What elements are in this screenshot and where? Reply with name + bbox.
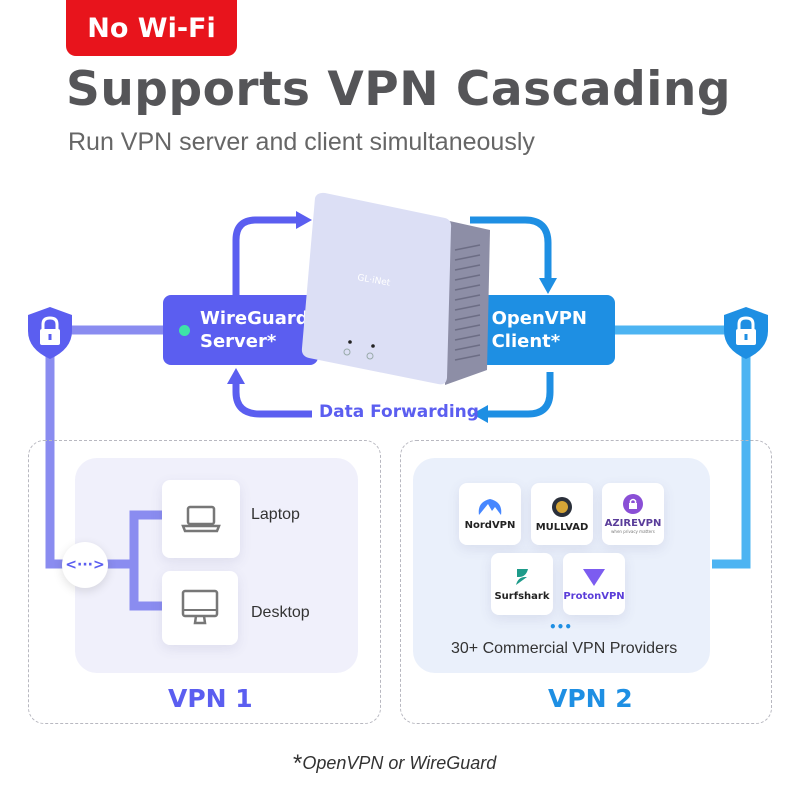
arrow-device-to-client: [470, 216, 552, 280]
router-device-image: GL·iNet: [301, 192, 490, 385]
shield-lock-icon-right: [724, 307, 768, 359]
provider-azirevpn: AZIREVPN when privacy matters: [602, 483, 664, 545]
provider-mullvad: MULLVAD: [531, 483, 593, 545]
protonvpn-logo-icon: [583, 568, 605, 586]
status-dot: [179, 324, 190, 336]
arrow-server-to-device: [232, 216, 298, 295]
network-hub-icon: <···>: [62, 542, 108, 588]
server-line2: Server*: [200, 331, 277, 352]
providers-caption: 30+ Commercial VPN Providers: [451, 640, 678, 657]
status-indicator-icon: [366, 352, 374, 360]
vpn2-panel: [400, 440, 772, 724]
provider-protonvpn: ProtonVPN: [563, 553, 625, 615]
arrow-forwarding-to-server: [232, 382, 312, 418]
no-wifi-badge: No Wi-Fi: [66, 0, 237, 56]
vpn1-panel: [28, 440, 381, 724]
azirevpn-logo-icon: [623, 494, 643, 514]
provider-nordvpn: NordVPN: [459, 483, 521, 545]
footnote-text: OpenVPN or WireGuard: [302, 753, 497, 773]
client-line2: Client*: [491, 331, 561, 352]
laptop-label: Laptop: [251, 506, 300, 523]
surfshark-logo-icon: [516, 568, 528, 585]
arrow-head: [539, 278, 557, 294]
arrow-head: [227, 368, 245, 384]
vpn1-label: VPN 1: [168, 684, 253, 713]
wireguard-server-node: WireGuard Server*: [163, 295, 318, 365]
power-indicator-icon: [343, 348, 351, 356]
provider-surfshark: Surfshark: [491, 553, 553, 615]
arrow-head: [472, 405, 488, 423]
desktop-card: [162, 571, 238, 645]
page-title: Supports VPN Cascading: [66, 62, 732, 117]
footnote-star: *: [293, 750, 303, 777]
more-providers-dots: •••: [549, 620, 573, 634]
mullvad-logo-icon: [552, 496, 572, 517]
server-line1: WireGuard: [200, 308, 309, 329]
laptop-icon: [181, 505, 221, 533]
page-subtitle: Run VPN server and client simultaneously: [68, 128, 535, 156]
arrow-client-to-forwarding: [486, 372, 554, 418]
data-forwarding-label: Data Forwarding: [319, 402, 479, 422]
vpn2-label: VPN 2: [548, 684, 633, 713]
footnote: *OpenVPN or WireGuard: [293, 750, 496, 778]
arrow-head: [296, 211, 312, 229]
desktop-label: Desktop: [251, 604, 310, 621]
client-line1: OpenVPN: [491, 308, 587, 329]
desktop-icon: [181, 589, 219, 625]
nordvpn-logo-icon: [478, 498, 502, 515]
shield-lock-icon-left: [28, 307, 72, 359]
laptop-card: [162, 480, 240, 558]
